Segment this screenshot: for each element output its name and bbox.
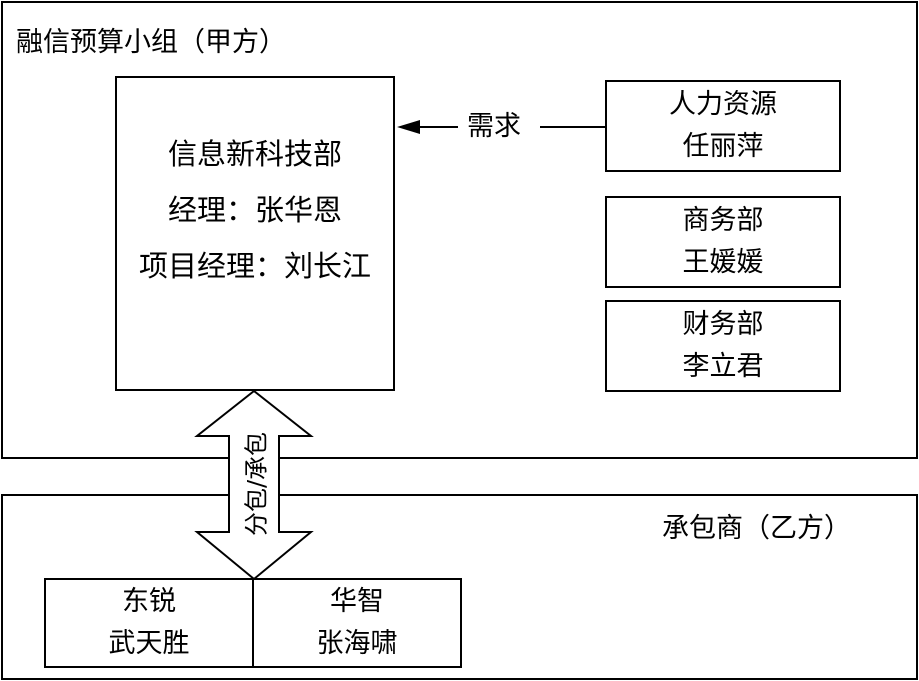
party-b-title: 承包商（乙方） [662,513,851,544]
party-b-frame [1,494,918,680]
party-a-frame [1,1,918,459]
contractor-company: 华智 [330,586,384,617]
contractor-box: 华智 张海啸 [252,578,462,668]
department-box: 财务部 李立君 [605,300,841,392]
department-box: 商务部 王媛媛 [605,196,841,288]
contractor-company: 东锐 [122,586,176,617]
department-person: 任丽萍 [682,131,764,162]
subcontract-label-text: 分包/承包 [242,431,271,537]
subcontract-label: 分包/承包 [237,432,272,536]
department-person: 李立君 [682,351,764,382]
department-box: 人力资源 任丽萍 [605,80,841,172]
contractor-box: 东锐 武天胜 [44,578,254,668]
contractor-person: 张海啸 [316,628,398,659]
department-name: 财务部 [682,309,764,340]
party-a-title: 融信预算小组（甲方） [16,27,286,58]
demand-label: 需求 [467,111,521,142]
department-person: 王媛媛 [682,247,764,278]
department-name: 人力资源 [669,89,777,120]
department-name: 商务部 [682,205,764,236]
main-department-manager: 经理：张华恩 [167,193,342,227]
contractor-person: 武天胜 [108,628,190,659]
main-department-box: 信息新科技部 经理：张华恩 项目经理：刘长江 [115,76,395,391]
main-department-project-manager: 项目经理：刘长江 [138,249,371,283]
main-department-name: 信息新科技部 [167,137,342,171]
